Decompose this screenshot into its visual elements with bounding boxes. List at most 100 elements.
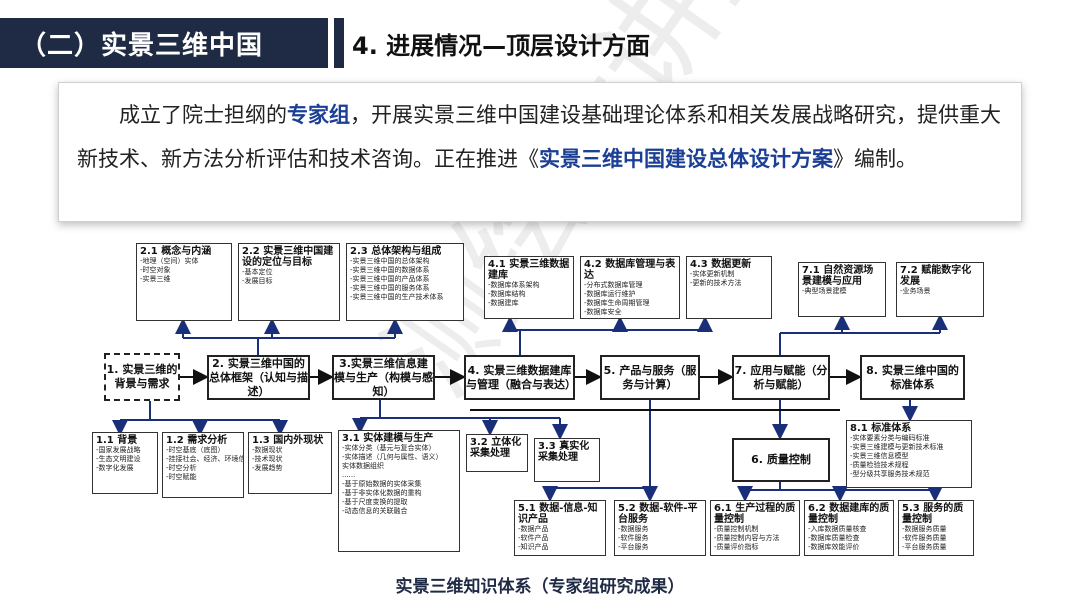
box-6-2: 6.2 数据建库的质量控制 -入库数据质量核查 -数据库质量检查 -数据库效能评…: [804, 500, 894, 556]
box-item: 实体数据组织: [342, 462, 384, 470]
box-5-3: 5.3 服务的质量控制 -数据服务质量 -软件服务质量 -平台服务质量: [898, 500, 974, 556]
box-item: -实体描述（几何与属性、语义）: [342, 453, 443, 461]
box-item: -平台服务: [618, 543, 649, 551]
box-title: 2.3 总体架构与组成: [350, 246, 442, 257]
box-item: -数据产品: [518, 525, 549, 533]
intro-highlight-expert-group: 专家组: [287, 103, 350, 127]
box-item: -数据现状: [252, 446, 283, 454]
intro-text-1: 成立了院士担纲的: [119, 103, 287, 127]
intro-text-2: ，开展实景三维中国建设基础理论体系和相关发展战略研究，提供重大新技术、新方法分析…: [77, 103, 1001, 171]
main-box-products: 5. 产品与服务（服务与计算）: [600, 355, 700, 400]
box-3-2: 3.2 立体化采集处理: [466, 434, 528, 472]
box-title: 2.2 实景三维中国建设的定位与目标: [242, 246, 334, 268]
box-item: -软件产品: [518, 534, 549, 542]
box-title: 2.1 概念与内涵: [140, 246, 212, 257]
box-item: -更新的技术方法: [690, 279, 742, 287]
box-item: -动态信息的关联融合: [342, 507, 408, 515]
box-item: -平台服务质量: [902, 543, 947, 551]
box-item: -业务场景: [900, 287, 931, 295]
box-8-1: 8.1 标准体系 -实体要素分类与编码标准 -实景三维建模与更新技术标准 -实景…: [846, 420, 972, 488]
box-item: -实景三维信息模型: [850, 452, 909, 460]
box-item: -基于尺度变换的提取: [342, 498, 408, 506]
diagram-caption: 实景三维知识体系（专家组研究成果）: [395, 577, 685, 597]
box-5-1: 5.1 数据-信息-知识产品 -数据产品 -软件产品 -知识产品: [514, 500, 606, 556]
box-item: ......: [342, 471, 356, 479]
box-1-2: 1.2 需求分析 -时空基底（底图） -挂接社会、经济、环境信息 -时空分析 -…: [162, 432, 244, 498]
box-item: -地理（空间）实体: [140, 257, 199, 265]
intro-highlight-plan: 实景三维中国建设总体设计方案: [539, 147, 833, 171]
main-box-database: 4. 实景三维数据建库与管理（融合与表达）: [464, 355, 576, 400]
box-item: -质量检验技术规程: [850, 461, 909, 469]
box-item: -技术现状: [252, 455, 283, 463]
box-item: -基于原始数据的实体采集: [342, 480, 422, 488]
box-item: -数据库运行维护: [584, 290, 636, 298]
box-title: 4.3 数据更新: [690, 259, 752, 270]
box-item: -型分级共享服务技术规范: [850, 470, 930, 478]
box-title: 3.1 实体建模与生产: [342, 433, 434, 444]
box-item: -实景三维: [140, 275, 171, 283]
box-item: -质量评价指标: [714, 543, 759, 551]
box-item: -典型场景建模: [802, 287, 847, 295]
box-title: 1.1 背景: [96, 435, 138, 446]
page-subtitle: 4. 进展情况—顶层设计方面: [352, 31, 651, 60]
box-title: 5.2 数据-软件-平台服务: [618, 503, 698, 525]
box-title: 3.2 立体化采集处理: [470, 437, 522, 459]
box-title: 7.1 自然资源场景建模与应用: [802, 265, 874, 287]
box-item: -实景三维中国的数据体系: [350, 266, 430, 274]
box-item: -数据服务: [618, 525, 649, 533]
box-item: -质量控制机制: [714, 525, 759, 533]
box-1-3: 1.3 国内外现状 -数据现状 -技术现状 -发展趋势: [248, 432, 332, 494]
box-item: -数据服务质量: [902, 525, 947, 533]
main-box-background: 1. 实景三维的背景与需求: [104, 353, 180, 401]
box-title: 5.3 服务的质量控制: [902, 503, 964, 525]
box-item: -数据库体系架构: [488, 281, 540, 289]
box-item: -数据库结构: [488, 290, 526, 298]
box-title: 7.2 赋能数字化发展: [900, 265, 972, 287]
box-title: 1.2 需求分析: [166, 435, 228, 446]
section-title: （二）实景三维中国: [0, 18, 328, 68]
box-1-1: 1.1 背景 -国家发展战略 -生态文明建设 -数字化发展: [92, 432, 158, 494]
box-5-2: 5.2 数据-软件-平台服务 -数据服务 -软件服务 -平台服务: [614, 500, 706, 556]
box-item: -国家发展战略: [96, 446, 141, 454]
box-4-2: 4.2 数据库管理与表达 -分布式数据库管理 -数据库运行维护 -数据库生命周期…: [580, 256, 680, 319]
intro-panel: 成立了院士担纲的专家组，开展实景三维中国建设基础理论体系和相关发展战略研究，提供…: [58, 82, 1022, 222]
box-item: -生态文明建设: [96, 455, 141, 463]
box-title: 1.3 国内外现状: [252, 435, 324, 446]
box-item: -基于非实体化数据的重构: [342, 489, 422, 497]
box-item: -实景三维中国的服务体系: [350, 284, 430, 292]
box-title: 5.1 数据-信息-知识产品: [518, 503, 598, 525]
box-item: -基本定位: [242, 268, 273, 276]
main-box-modeling: 3.实景三维信息建模与生产（构模与感知）: [332, 355, 435, 400]
box-2-1: 2.1 概念与内涵 -地理（空间）实体 -时空对象 -实景三维: [136, 243, 232, 321]
box-item: -实景三维中国的产品体系: [350, 275, 430, 283]
box-item: -时空赋能: [166, 473, 197, 481]
box-2-3: 2.3 总体架构与组成 -实景三维中国的总体架构 -实景三维中国的数据体系 -实…: [346, 243, 464, 321]
box-item: -数字化发展: [96, 464, 134, 472]
box-item: -发展目标: [242, 277, 273, 285]
box-item: -实景三维中国的生产技术体系: [350, 293, 444, 301]
box-item: -软件服务质量: [902, 534, 947, 542]
box-title: 8.1 标准体系: [850, 423, 912, 434]
box-item: -实景三维建模与更新技术标准: [850, 443, 944, 451]
box-item: -数据库生命周期管理: [584, 299, 650, 307]
box-item: -数据库安全: [584, 308, 622, 316]
box-item: -知识产品: [518, 543, 549, 551]
box-6-1: 6.1 生产过程的质量控制 -质量控制机制 -质量控制内容与方法 -质量评价指标: [710, 500, 800, 556]
box-item: -时空基底（底图）: [166, 446, 225, 454]
box-4-1: 4.1 实景三维数据建库 -数据库体系架构 -数据库结构 -数据建库: [484, 256, 574, 319]
box-item: -时空对象: [140, 266, 171, 274]
box-2-2: 2.2 实景三维中国建设的定位与目标 -基本定位 -发展目标: [238, 243, 340, 321]
box-item: -数据库质量检查: [808, 534, 860, 542]
main-box-application: 7. 应用与赋能（分析与赋能）: [732, 355, 830, 400]
main-box-framework: 2. 实景三维中国的总体框架（认知与描述）: [207, 355, 310, 400]
main-box-standards: 8. 实景三维中国的标准体系: [860, 355, 965, 400]
box-item: -挂接社会、经济、环境信息: [166, 455, 244, 463]
box-item: -分布式数据库管理: [584, 281, 643, 289]
box-title: 4.1 实景三维数据建库: [488, 259, 570, 281]
box-item: -时空分析: [166, 464, 197, 472]
box-4-3: 4.3 数据更新 -实体更新机制 -更新的技术方法: [686, 256, 772, 319]
box-title: 6.1 生产过程的质量控制: [714, 503, 796, 525]
box-3-1: 3.1 实体建模与生产 -实体分类（基元与复合实体） -实体描述（几何与属性、语…: [338, 430, 460, 552]
header-divider: [334, 18, 344, 68]
